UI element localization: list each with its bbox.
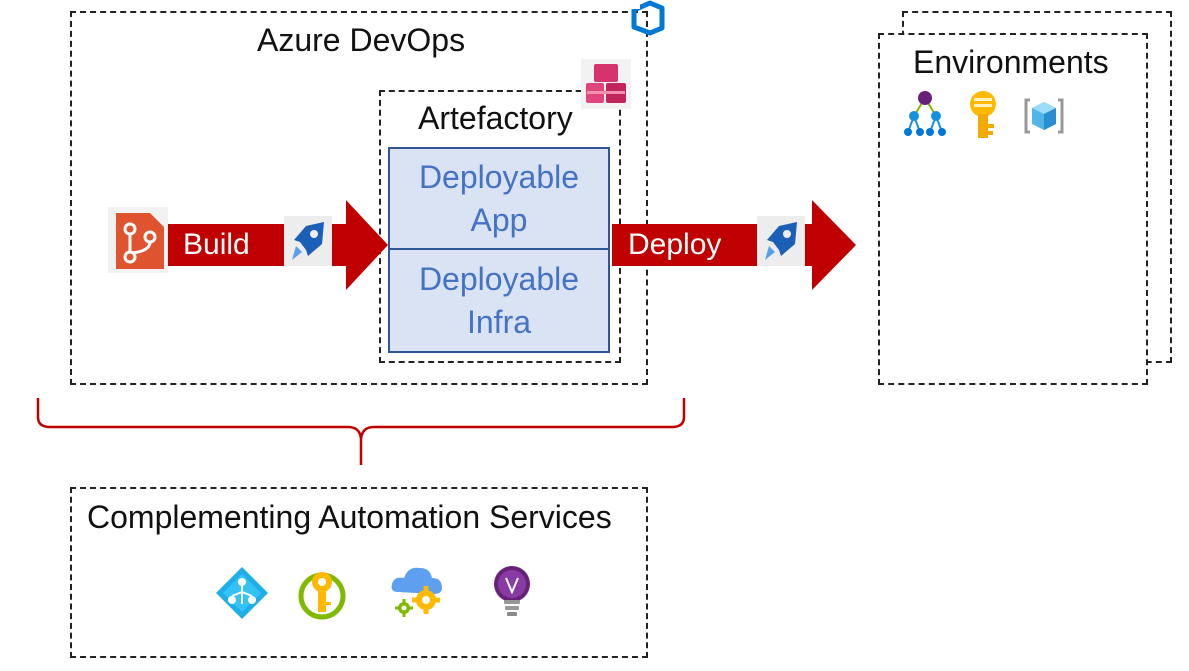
deployable-infra-box: Deployable Infra xyxy=(388,248,610,353)
complementing-services-container xyxy=(70,487,648,658)
management-group-icon xyxy=(900,90,950,138)
insights-icon xyxy=(490,564,534,618)
resource-group-icon xyxy=(1022,96,1066,136)
automation-icon xyxy=(388,562,448,618)
complementing-services-title: Complementing Automation Services xyxy=(87,499,612,535)
environments-container xyxy=(878,33,1148,385)
key-icon xyxy=(966,90,1000,140)
azure-devops-container xyxy=(70,11,648,385)
deployable-app-line2: App xyxy=(470,201,528,238)
repos-icon xyxy=(108,207,168,273)
deployable-app-line1: Deployable xyxy=(418,158,580,195)
build-label: Build xyxy=(183,228,250,261)
environments-title: Environments xyxy=(913,44,1109,80)
build-pipelines-icon xyxy=(284,216,332,266)
azure-devops-icon xyxy=(628,0,668,36)
build-arrow xyxy=(166,200,390,290)
deployable-infra-line1: Deployable xyxy=(418,260,580,297)
deployable-app-box: Deployable App xyxy=(388,147,610,250)
grouping-brace xyxy=(30,395,692,467)
deploy-arrow xyxy=(612,200,858,290)
deploy-pipelines-icon xyxy=(757,216,805,266)
azure-devops-title: Azure DevOps xyxy=(257,22,466,58)
artifacts-icon xyxy=(581,59,631,109)
deploy-label: Deploy xyxy=(628,228,722,261)
artefactory-title: Artefactory xyxy=(418,100,573,136)
key-vault-icon xyxy=(296,568,348,620)
logic-apps-icon xyxy=(214,566,270,620)
deployable-infra-line2: Infra xyxy=(466,303,532,340)
